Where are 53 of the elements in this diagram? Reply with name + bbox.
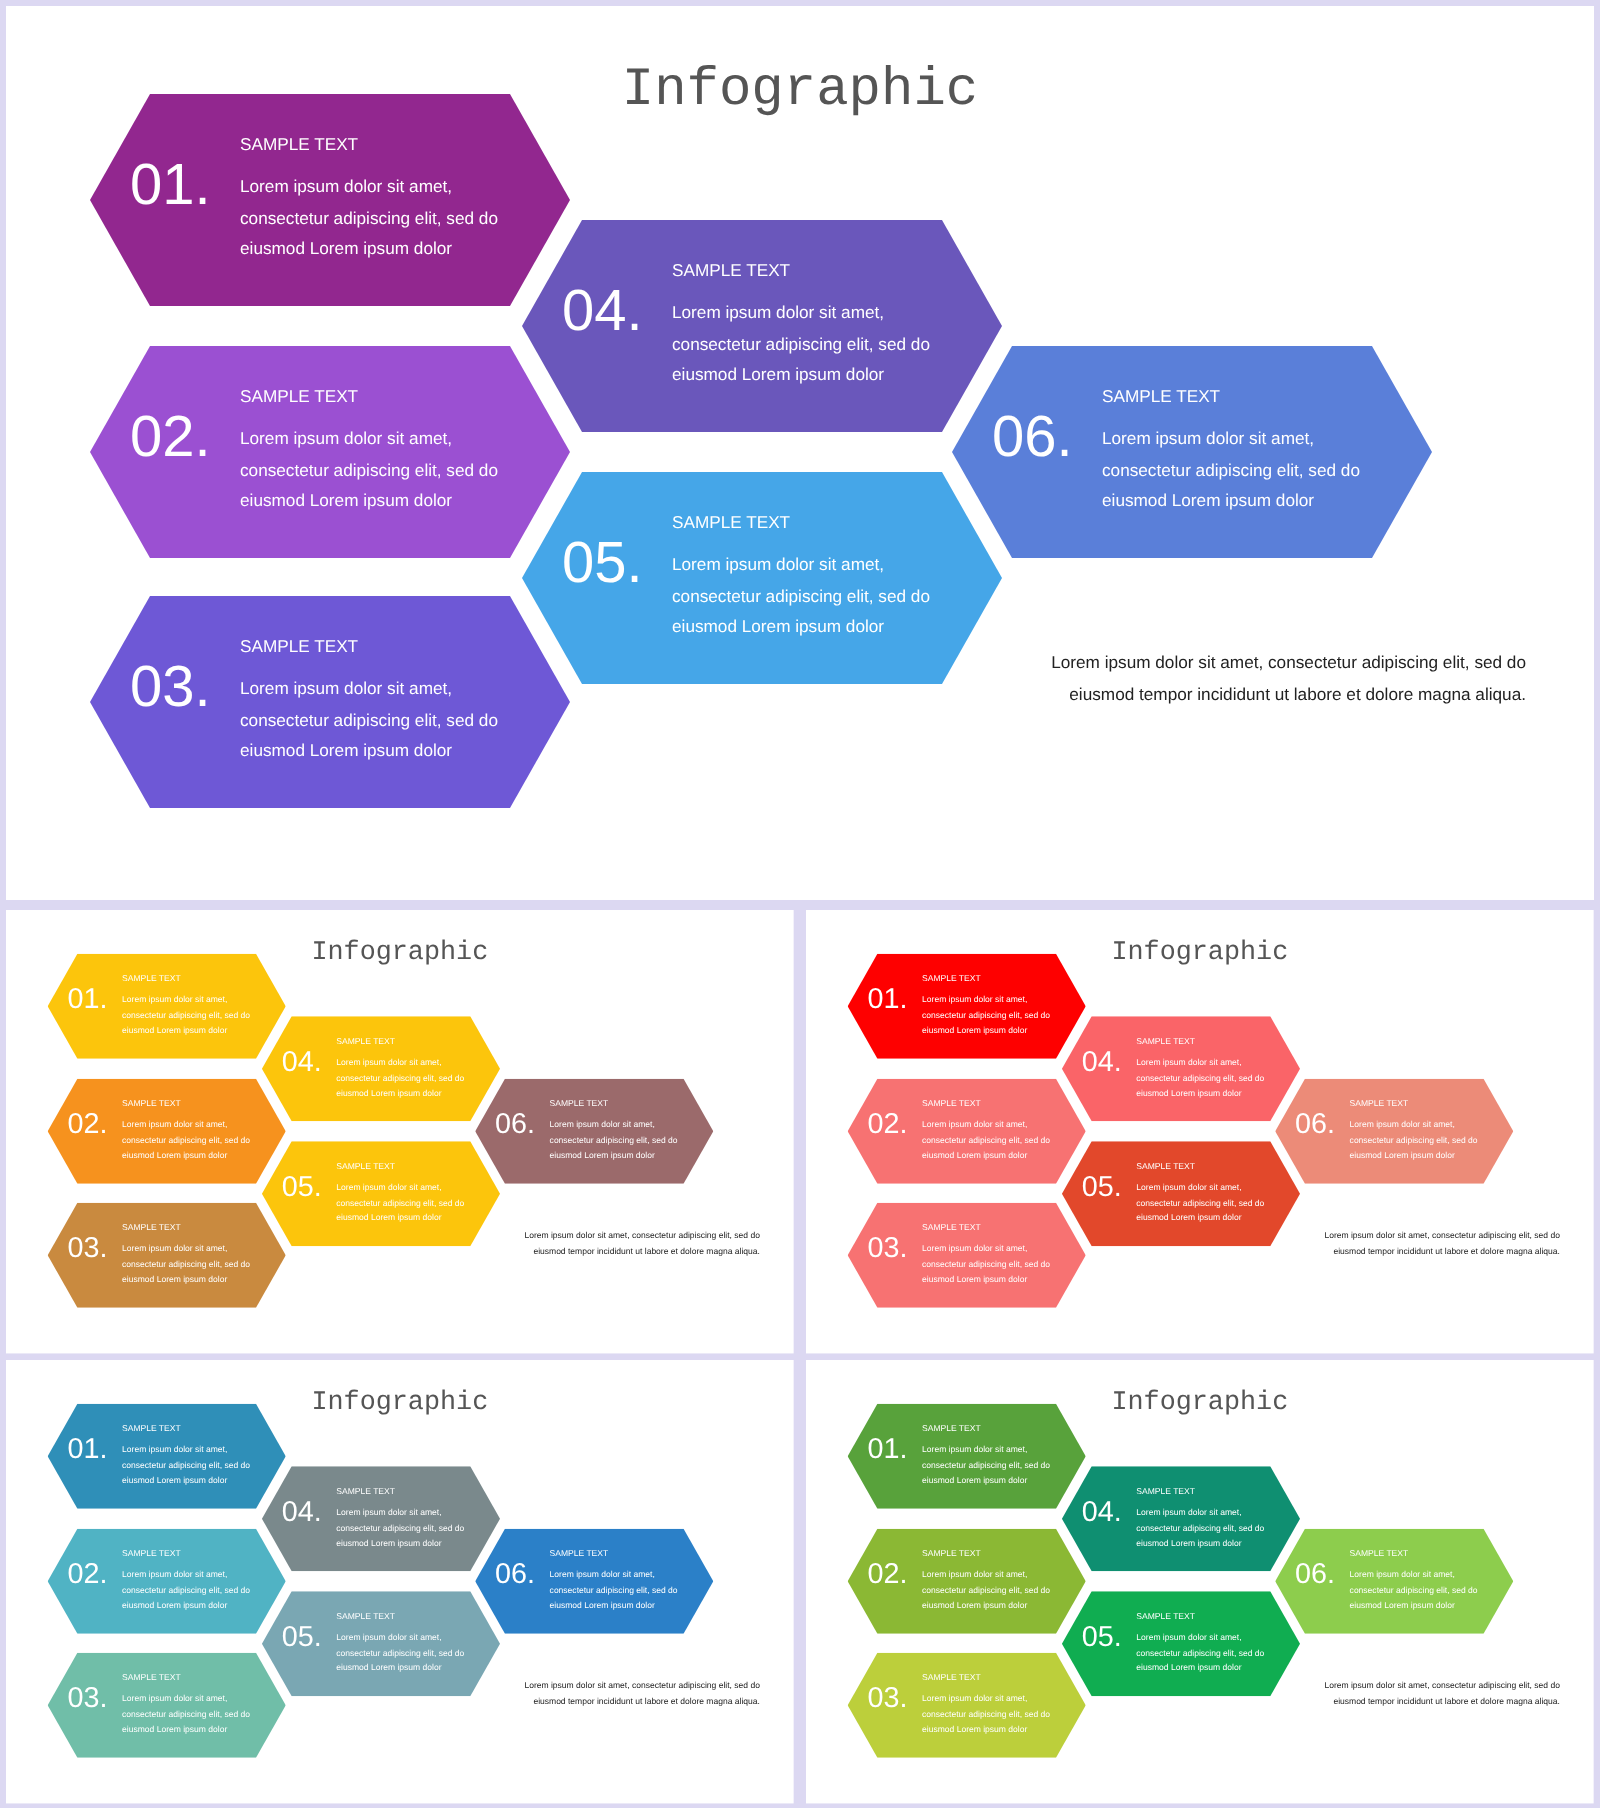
slide (806, 910, 1594, 1354)
body-text: Lorem ipsum dolor sit amet, consectetur adipiscing elit, sed do eiusmod Lorem ipsum dolor (240, 676, 500, 765)
step-number: 06. (1295, 1108, 1336, 1142)
step-number: 06. (495, 1108, 536, 1142)
step-number: 03. (867, 1682, 908, 1716)
step-number: 04. (562, 280, 643, 346)
step-number: 01. (130, 154, 211, 220)
step-number: 04. (281, 1045, 322, 1079)
step-number: 01. (67, 983, 108, 1017)
slide (6, 6, 1594, 900)
step-number: 03. (67, 1232, 108, 1266)
heading: SAMPLE TEXT (240, 386, 359, 406)
step-number: 02. (867, 1108, 908, 1142)
body-text: Lorem ipsum dolor sit amet, consectetur adipiscing elit, sed do eiusmod Lorem ipsum dolor (240, 426, 500, 515)
heading: SAMPLE TEXT (672, 260, 791, 280)
step-number: 01. (67, 1433, 108, 1467)
step-number: 01. (867, 983, 908, 1017)
step-number: 05. (281, 1620, 322, 1654)
step-number: 06. (992, 406, 1073, 472)
body-text: Lorem ipsum dolor sit amet, consectetur adipiscing elit, sed do eiusmod Lorem ipsum dolor (672, 552, 932, 641)
step-number: 05. (562, 532, 643, 598)
step-number: 04. (1081, 1045, 1122, 1079)
step-number: 06. (1295, 1558, 1336, 1592)
slide (806, 1360, 1594, 1804)
body-text: Lorem ipsum dolor sit amet, consectetur adipiscing elit, sed do eiusmod Lorem ipsum dolor (672, 300, 932, 389)
step-number: 04. (1081, 1495, 1122, 1529)
heading: SAMPLE TEXT (240, 636, 359, 656)
body-text: Lorem ipsum dolor sit amet, consectetur adipiscing elit, sed do eiusmod Lorem ipsum dolor (240, 174, 500, 263)
slide-title: Infographic (311, 1387, 489, 1418)
note-text: Lorem ipsum dolor sit amet, consectetur adipiscing elit, sed do eiusmod tempor incididunt ut labore et dolore magna aliqua. (1049, 650, 1526, 708)
step-number: 05. (281, 1170, 322, 1204)
slide (6, 1360, 794, 1804)
step-number: 02. (867, 1558, 908, 1592)
step-number: 02. (67, 1558, 108, 1592)
step-number: 02. (130, 406, 211, 472)
heading: SAMPLE TEXT (1102, 386, 1221, 406)
slide-title: Infographic (621, 62, 979, 122)
slide (6, 910, 794, 1354)
step-number: 03. (130, 656, 211, 722)
step-number: 01. (867, 1433, 908, 1467)
step-number: 02. (67, 1108, 108, 1142)
slide-title: Infographic (311, 937, 489, 968)
heading: SAMPLE TEXT (240, 134, 359, 154)
step-number: 03. (867, 1232, 908, 1266)
slide-title: Infographic (1111, 1387, 1289, 1418)
step-number: 03. (67, 1682, 108, 1716)
body-text: Lorem ipsum dolor sit amet, consectetur adipiscing elit, sed do eiusmod Lorem ipsum dolor (1102, 426, 1362, 515)
step-number: 05. (1081, 1170, 1122, 1204)
step-number: 04. (281, 1495, 322, 1529)
step-number: 05. (1081, 1620, 1122, 1654)
heading: SAMPLE TEXT (672, 512, 791, 532)
slide-title: Infographic (1111, 937, 1289, 968)
step-number: 06. (495, 1558, 536, 1592)
